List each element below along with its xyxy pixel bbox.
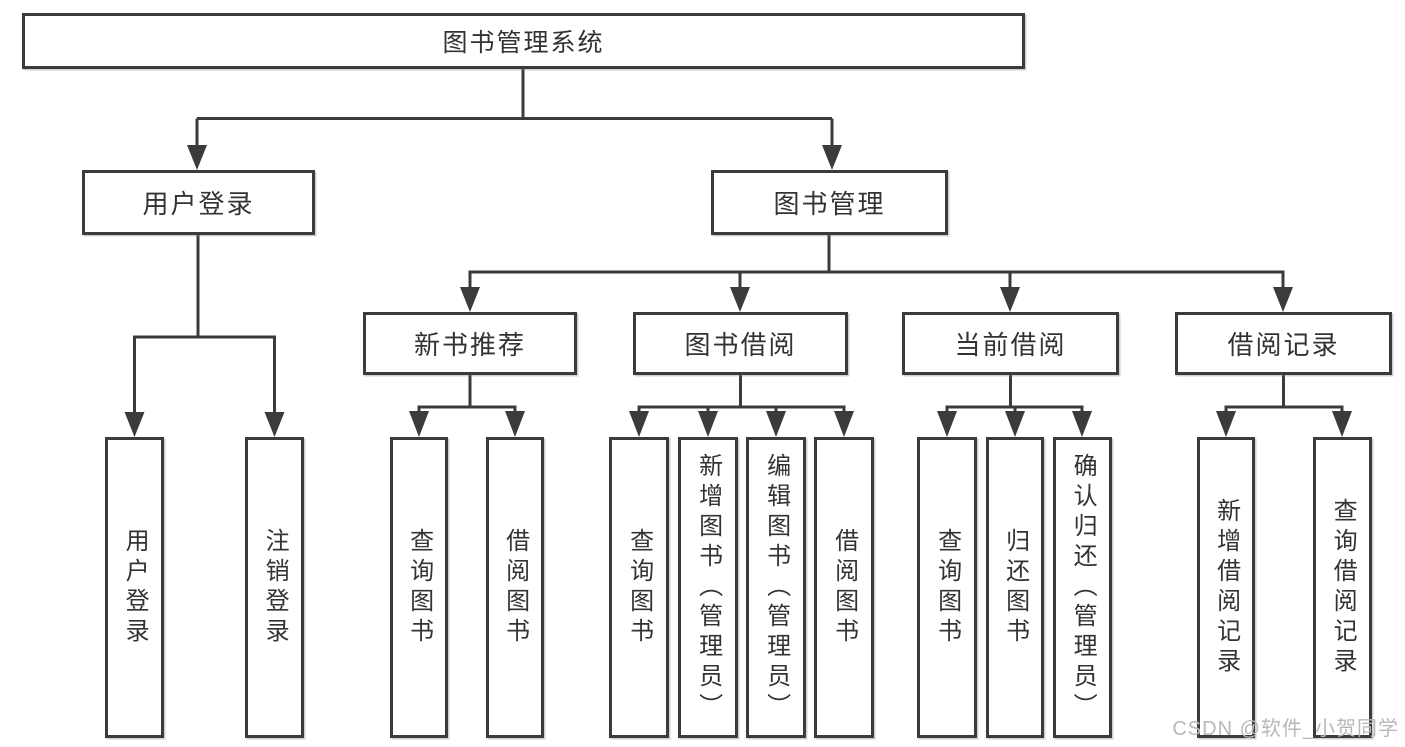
- watermark: CSDN @软件_小贺同学: [1172, 718, 1399, 740]
- leaf-query-books-recommend-label: 查询图书: [405, 527, 433, 648]
- leaf-confirm-return-admin-label: 确认归还（管理员）: [1069, 452, 1097, 723]
- leaf-borrow-books-recommend-label: 借阅图书: [501, 527, 529, 648]
- node-book-management: 图书管理: [711, 170, 948, 235]
- leaf-borrow-books-borrowing: 借阅图书: [814, 437, 874, 738]
- leaf-confirm-return-admin: 确认归还（管理员）: [1053, 437, 1112, 738]
- leaf-query-books-recommend: 查询图书: [390, 437, 448, 738]
- leaf-return-book-label: 归还图书: [1001, 527, 1029, 648]
- node-borrowing-records: 借阅记录: [1175, 312, 1392, 375]
- node-book-borrowing: 图书借阅: [633, 312, 848, 375]
- leaf-logout: 注销登录: [245, 437, 304, 738]
- node-user-login: 用户登录: [82, 170, 315, 235]
- leaf-query-borrow-record: 查询借阅记录: [1313, 437, 1372, 738]
- leaf-query-books-current: 查询图书: [917, 437, 977, 738]
- leaf-add-book-admin: 新增图书（管理员）: [678, 437, 738, 738]
- leaf-query-books-borrowing-label: 查询图书: [625, 527, 653, 648]
- leaf-add-borrow-record-label: 新增借阅记录: [1212, 497, 1240, 678]
- leaf-query-books-borrowing: 查询图书: [609, 437, 669, 738]
- node-current-borrowing: 当前借阅: [902, 312, 1119, 375]
- leaf-user-login: 用户登录: [105, 437, 164, 738]
- leaf-borrow-books-borrowing-label: 借阅图书: [830, 527, 858, 648]
- leaf-query-books-current-label: 查询图书: [933, 527, 961, 648]
- leaf-borrow-books-recommend: 借阅图书: [486, 437, 544, 738]
- leaf-edit-book-admin-label: 编辑图书（管理员）: [762, 452, 790, 723]
- node-library-management-system: 图书管理系统: [22, 13, 1025, 69]
- leaf-return-book: 归还图书: [986, 437, 1044, 738]
- node-new-book-recommend: 新书推荐: [363, 312, 577, 375]
- leaf-user-login-label: 用户登录: [121, 527, 149, 648]
- tree-edges: [133, 68, 1344, 416]
- leaf-query-borrow-record-label: 查询借阅记录: [1329, 497, 1357, 678]
- leaf-add-borrow-record: 新增借阅记录: [1197, 437, 1255, 738]
- leaf-logout-label: 注销登录: [261, 527, 289, 648]
- leaf-add-book-admin-label: 新增图书（管理员）: [694, 452, 722, 723]
- leaf-edit-book-admin: 编辑图书（管理员）: [746, 437, 806, 738]
- arrowheads: [124, 145, 1352, 437]
